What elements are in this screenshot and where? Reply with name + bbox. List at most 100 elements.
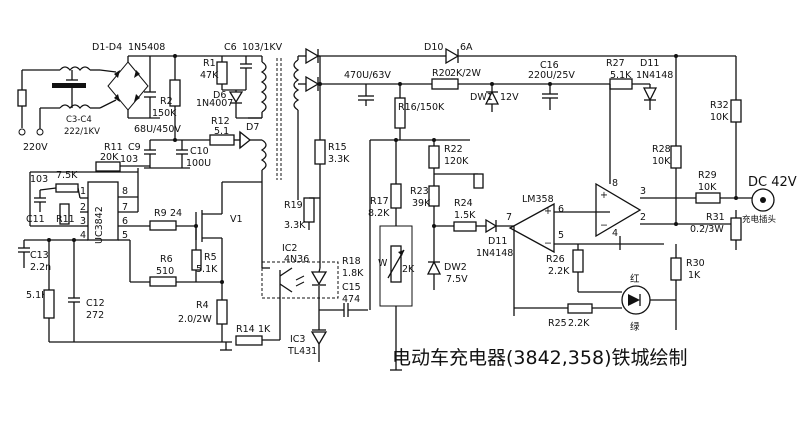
svg-text:IC3: IC3: [290, 334, 305, 345]
d7-diode: [239, 130, 252, 150]
opamp-upper: [595, 182, 642, 238]
svg-text:7.5V: 7.5V: [446, 274, 468, 285]
transformer: [248, 56, 300, 182]
svg-text:2K/2W: 2K/2W: [450, 68, 482, 79]
svg-text:DC 42V: DC 42V: [748, 175, 797, 190]
svg-text:220U/25V: 220U/25V: [528, 70, 575, 81]
svg-text:红: 红: [630, 273, 640, 285]
svg-text:7.5K: 7.5K: [56, 170, 78, 181]
lm358-block: LM358 7 6 5 + − + −: [506, 182, 676, 254]
svg-text:2: 2: [640, 212, 646, 223]
choke-core: [52, 83, 86, 88]
svg-text:C13: C13: [30, 250, 49, 261]
uc3842-chip: [87, 181, 119, 241]
svg-text:2: 2: [80, 202, 86, 213]
svg-text:7: 7: [506, 212, 512, 223]
svg-text:120K: 120K: [444, 156, 469, 167]
ac-input: 220V C3-C4 222/1KV: [17, 66, 100, 153]
svg-text:R22: R22: [444, 144, 463, 155]
svg-text:+: +: [600, 190, 608, 201]
choke-lower: [59, 104, 91, 110]
svg-text:D11: D11: [640, 58, 659, 69]
svg-text:470U/63V: 470U/63V: [344, 70, 391, 81]
svg-text:R11: R11: [104, 142, 123, 153]
svg-text:1N4007: 1N4007: [196, 98, 233, 109]
svg-text:R12: R12: [211, 116, 230, 127]
svg-text:R26: R26: [546, 254, 565, 265]
svg-text:R28: R28: [652, 144, 671, 155]
svg-text:R20: R20: [432, 68, 451, 79]
ac-terminal-1: [18, 128, 26, 136]
svg-text:C12: C12: [86, 298, 105, 309]
svg-text:6: 6: [122, 216, 128, 227]
svg-text:2.2n: 2.2n: [30, 262, 51, 273]
svg-text:−: −: [600, 220, 608, 231]
svg-text:C11: C11: [26, 214, 45, 225]
uc3842-block: UC3842 8 7 6 5 1 2 3 4: [80, 181, 150, 244]
svg-text:10K: 10K: [652, 156, 671, 167]
svg-text:R30: R30: [686, 258, 705, 269]
svg-text:8.2K: 8.2K: [368, 208, 390, 219]
svg-text:TL431: TL431: [287, 346, 317, 357]
svg-text:R25: R25: [548, 318, 567, 329]
svg-text:R6: R6: [160, 254, 173, 265]
svg-text:8: 8: [612, 178, 618, 189]
svg-text:2.2K: 2.2K: [568, 318, 590, 329]
bridge-rectifier: D1-D4 1N5408 68U/450V: [92, 42, 181, 135]
svg-text:C16: C16: [540, 60, 559, 71]
svg-text:D10: D10: [424, 42, 443, 53]
svg-text:C3-C4: C3-C4: [66, 115, 92, 125]
svg-text:2.2K: 2.2K: [548, 266, 570, 277]
svg-text:R11: R11: [56, 214, 75, 225]
snubber: R1 47K C6 103/1KV D6 1N4007: [196, 42, 283, 118]
tl431: [310, 331, 328, 346]
svg-text:5: 5: [558, 230, 564, 241]
svg-text:DW2: DW2: [444, 262, 467, 273]
svg-text:R18: R18: [342, 256, 361, 267]
svg-text:R31: R31: [706, 212, 725, 223]
diagram-title: 电动车充电器(3842,358)铁城绘制: [392, 347, 687, 369]
svg-text:1N4148: 1N4148: [476, 248, 513, 259]
svg-text:1.8K: 1.8K: [342, 268, 364, 279]
svg-text:39K: 39K: [412, 198, 431, 209]
svg-text:IC2: IC2: [282, 243, 297, 254]
svg-text:1: 1: [80, 186, 86, 197]
svg-text:222/1KV: 222/1KV: [64, 127, 100, 137]
svg-text:充电插头: 充电插头: [742, 214, 777, 225]
svg-text:R19: R19: [284, 200, 303, 211]
svg-text:R16/150K: R16/150K: [398, 102, 445, 113]
opamp-lower: [508, 202, 555, 254]
svg-text:10K: 10K: [710, 112, 729, 123]
svg-text:+: +: [544, 206, 552, 217]
svg-text:4N36: 4N36: [284, 254, 309, 265]
svg-text:DW1: DW1: [470, 92, 493, 103]
svg-text:2K: 2K: [402, 264, 415, 275]
svg-text:R9: R9: [154, 208, 167, 219]
svg-text:1N4148: 1N4148: [636, 70, 673, 81]
dc-output-jack: DC 42V 充电插头: [742, 175, 797, 225]
fuse: [17, 89, 27, 107]
svg-text:103/1KV: 103/1KV: [242, 42, 283, 53]
svg-text:C9: C9: [128, 142, 141, 153]
svg-text:D6: D6: [213, 90, 226, 101]
svg-text:24: 24: [170, 208, 182, 219]
svg-text:220V: 220V: [23, 142, 48, 153]
svg-text:272: 272: [86, 310, 104, 321]
svg-text:R29: R29: [698, 170, 717, 181]
svg-text:47K: 47K: [200, 70, 219, 81]
svg-text:5: 5: [122, 230, 128, 241]
svg-text:0.2/3W: 0.2/3W: [690, 224, 724, 235]
svg-text:3.3K: 3.3K: [284, 220, 306, 231]
ac-terminal-2: [36, 128, 44, 136]
svg-text:LM358: LM358: [522, 194, 554, 205]
svg-text:D11: D11: [488, 236, 507, 247]
svg-text:5.1K: 5.1K: [196, 264, 218, 275]
svg-text:12V: 12V: [500, 92, 519, 103]
svg-text:3: 3: [640, 186, 646, 197]
svg-text:C10: C10: [190, 146, 209, 157]
svg-text:103: 103: [30, 174, 48, 185]
svg-text:D1-D4: D1-D4: [92, 42, 122, 53]
svg-text:R2: R2: [160, 96, 173, 107]
svg-text:7: 7: [122, 202, 128, 213]
